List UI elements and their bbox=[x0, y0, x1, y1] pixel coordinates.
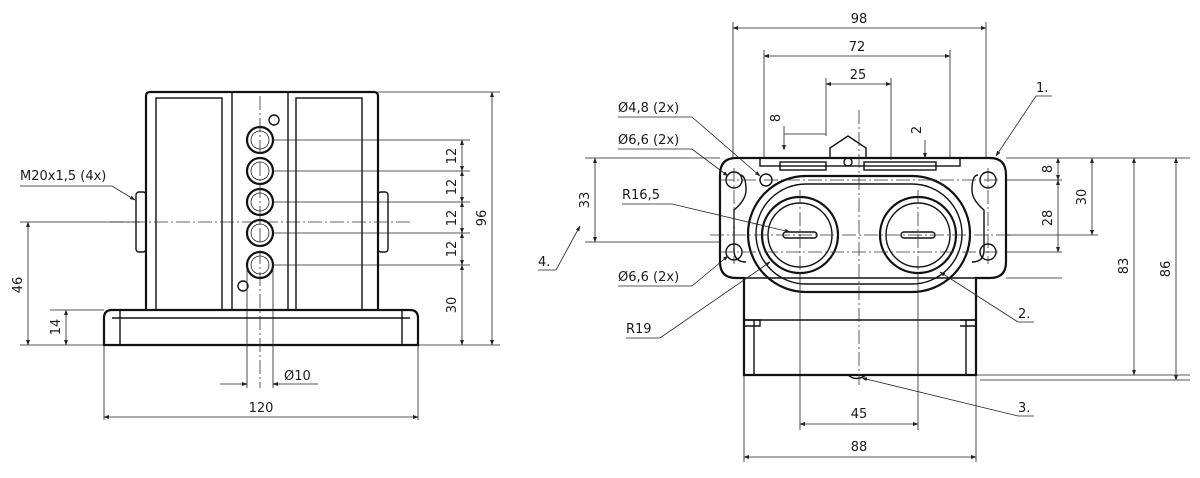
top-cover bbox=[759, 157, 961, 167]
dim-12-c: 12 bbox=[445, 210, 460, 227]
small-hole-top bbox=[268, 114, 280, 126]
dim-72: 72 bbox=[849, 40, 866, 55]
dim-83: 83 bbox=[1117, 258, 1132, 275]
dim-96: 96 bbox=[475, 210, 490, 227]
dim-8-top: 8 bbox=[769, 114, 784, 122]
dim-88: 88 bbox=[851, 440, 868, 455]
thread-leader bbox=[20, 185, 136, 201]
callout-1: 1. bbox=[1036, 81, 1048, 96]
right-bracket bbox=[971, 174, 985, 263]
body-left-panel bbox=[155, 97, 223, 311]
dia-6-6-top: Ø6,6 (2x) bbox=[618, 133, 679, 148]
r-16-5-leader bbox=[622, 203, 791, 233]
dim-33: 33 bbox=[578, 192, 593, 209]
body-center-panel bbox=[231, 92, 289, 310]
callout-4: 4. bbox=[538, 255, 550, 270]
body-outline bbox=[144, 90, 380, 310]
dim-98: 98 bbox=[851, 12, 868, 27]
front-view-centerlines bbox=[710, 110, 1010, 385]
dia-6-6-bottom-leader bbox=[618, 255, 729, 287]
base-plate bbox=[102, 308, 420, 347]
dim-86: 86 bbox=[1159, 261, 1174, 278]
dim-14: 14 bbox=[49, 319, 64, 336]
top-slot-right bbox=[863, 161, 937, 171]
dia-4-8: Ø4,8 (2x) bbox=[618, 101, 679, 116]
dim-120: 120 bbox=[249, 401, 274, 416]
front-body-lower bbox=[744, 277, 976, 375]
dim-45: 45 bbox=[851, 407, 868, 422]
r-19-leader bbox=[626, 261, 771, 339]
base-plate-inner bbox=[112, 310, 410, 345]
dim-46: 46 bbox=[11, 277, 26, 294]
callout-3: 3. bbox=[1018, 401, 1030, 416]
r-16-5: R16,5 bbox=[622, 188, 660, 203]
side-view: 120 96 30 12 12 12 12 46 14 M20x1,5 (4x) bbox=[11, 90, 500, 420]
small-hole-bottom bbox=[237, 280, 249, 292]
dim-30-right: 30 bbox=[1075, 189, 1090, 206]
dim-12-a: 12 bbox=[445, 148, 460, 165]
callout-4-leader bbox=[538, 225, 581, 271]
dim-25: 25 bbox=[850, 68, 867, 83]
dim-12-b: 12 bbox=[445, 179, 460, 196]
dim-8-right: 8 bbox=[1041, 165, 1056, 173]
top-slot-left bbox=[779, 161, 827, 171]
callout-2-leader bbox=[939, 271, 1034, 323]
front-view: 98 72 25 8 2 Ø4,8 (2x) Ø6,6 (2x) R16,5 3… bbox=[538, 12, 1190, 462]
left-bracket bbox=[733, 174, 747, 263]
r-19: R19 bbox=[626, 322, 652, 337]
dim-30-left: 30 bbox=[445, 297, 460, 314]
side-view-centerlines bbox=[110, 96, 410, 388]
dia-6-6-top-leader bbox=[618, 148, 729, 177]
callout-2: 2. bbox=[1018, 307, 1030, 322]
thread-label: M20x1,5 (4x) bbox=[20, 169, 106, 184]
dim-12-d: 12 bbox=[445, 241, 460, 258]
dim-2: 2 bbox=[910, 126, 925, 134]
dia-6-6-bottom: Ø6,6 (2x) bbox=[618, 270, 679, 285]
callout-3-leader bbox=[861, 377, 1034, 417]
dim-28: 28 bbox=[1041, 210, 1056, 227]
dia-4-8-leader bbox=[618, 116, 761, 177]
dia-10: Ø10 bbox=[284, 369, 311, 384]
front-body-outline bbox=[718, 156, 1008, 377]
body-right-panel bbox=[295, 97, 363, 311]
top-latch bbox=[829, 135, 867, 158]
callout-1-leader bbox=[995, 95, 1052, 157]
bottom-boss bbox=[847, 374, 867, 380]
